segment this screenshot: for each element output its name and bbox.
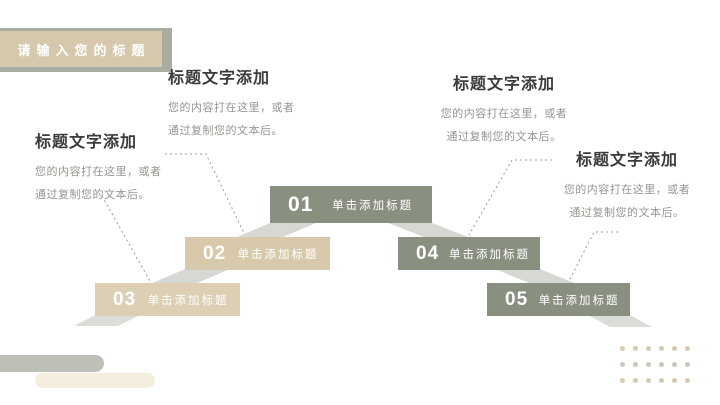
text-block-1[interactable]: 标题文字添加 您的内容打在这里，或者 通过复制您的文本后。 xyxy=(35,128,177,207)
step-number: 01 xyxy=(288,192,314,216)
block-title: 标题文字添加 xyxy=(575,152,678,169)
text-block-3[interactable]: 标题文字添加 您的内容打在这里，或者 通过复制您的文本后。 xyxy=(425,70,583,149)
block-title: 标题文字添加 xyxy=(452,76,555,93)
slide-title-banner[interactable]: 请输入您的标题 xyxy=(0,28,172,72)
dot xyxy=(646,378,651,383)
leader-line-block2 xyxy=(165,153,245,234)
dot xyxy=(633,346,638,351)
block-title: 标题文字添加 xyxy=(35,134,138,151)
banner-plate: 请输入您的标题 xyxy=(0,31,162,67)
ribbon-tail-03b xyxy=(74,315,140,326)
block-body-line1: 您的内容打在这里，或者 xyxy=(168,102,295,114)
step-number: 04 xyxy=(416,242,440,264)
step-label: 单击添加标题 xyxy=(237,248,319,261)
decor-pill-gray xyxy=(0,355,104,372)
step-label: 单击添加标题 xyxy=(538,294,620,307)
dot xyxy=(672,362,677,367)
dot xyxy=(659,362,664,367)
dot xyxy=(659,378,664,383)
dot xyxy=(685,362,690,367)
leader-line-block4 xyxy=(568,231,618,282)
dot xyxy=(620,362,625,367)
step-label: 单击添加标题 xyxy=(449,248,531,261)
step-03[interactable]: 03 单击添加标题 xyxy=(95,283,240,316)
step-number: 03 xyxy=(113,288,137,310)
dot xyxy=(672,378,677,383)
dot xyxy=(672,346,677,351)
block-body-line2: 通过复制您的文本后。 xyxy=(168,125,283,137)
banner-title: 请输入您的标题 xyxy=(17,42,151,58)
block-body-line1: 您的内容打在这里，或者 xyxy=(440,108,568,120)
decor-pill-cream xyxy=(35,373,155,388)
ribbon-fold-02-03 xyxy=(143,269,230,287)
dot xyxy=(620,346,625,351)
block-title: 标题文字添加 xyxy=(168,70,271,87)
dot xyxy=(646,346,651,351)
block-body-line2: 通过复制您的文本后。 xyxy=(446,131,562,143)
leader-line-block3 xyxy=(468,159,552,236)
step-05[interactable]: 05 单击添加标题 xyxy=(487,283,630,316)
ribbon-tail-05 xyxy=(588,315,652,327)
step-label: 单击添加标题 xyxy=(332,199,414,212)
ribbon-fold-04-05 xyxy=(495,269,584,287)
dot xyxy=(620,378,625,383)
dot xyxy=(685,378,690,383)
block-body-line1: 您的内容打在这里，或者 xyxy=(35,166,162,178)
dot xyxy=(633,378,638,383)
step-number: 02 xyxy=(203,242,227,264)
decor-dot-grid xyxy=(620,346,690,383)
ribbon-fold-01-02 xyxy=(230,223,316,240)
step-04[interactable]: 04 单击添加标题 xyxy=(398,237,540,270)
ribbon-fold-01-04 xyxy=(388,223,476,240)
text-block-2[interactable]: 标题文字添加 您的内容打在这里，或者 通过复制您的文本后。 xyxy=(168,64,316,143)
dot xyxy=(646,362,651,367)
dot xyxy=(659,346,664,351)
leader-line-block1 xyxy=(101,195,151,282)
block-body-line2: 通过复制您的文本后。 xyxy=(35,189,150,201)
dot xyxy=(685,346,690,351)
step-label: 单击添加标题 xyxy=(147,294,229,307)
text-block-4[interactable]: 标题文字添加 您的内容打在这里，或者 通过复制您的文本后。 xyxy=(553,146,701,225)
step-02[interactable]: 02 单击添加标题 xyxy=(185,237,330,270)
step-01[interactable]: 01 单击添加标题 xyxy=(270,186,432,223)
dot xyxy=(633,362,638,367)
block-body-line2: 通过复制您的文本后。 xyxy=(569,207,685,219)
block-body-line1: 您的内容打在这里，或者 xyxy=(563,184,691,196)
step-number: 05 xyxy=(505,288,529,310)
